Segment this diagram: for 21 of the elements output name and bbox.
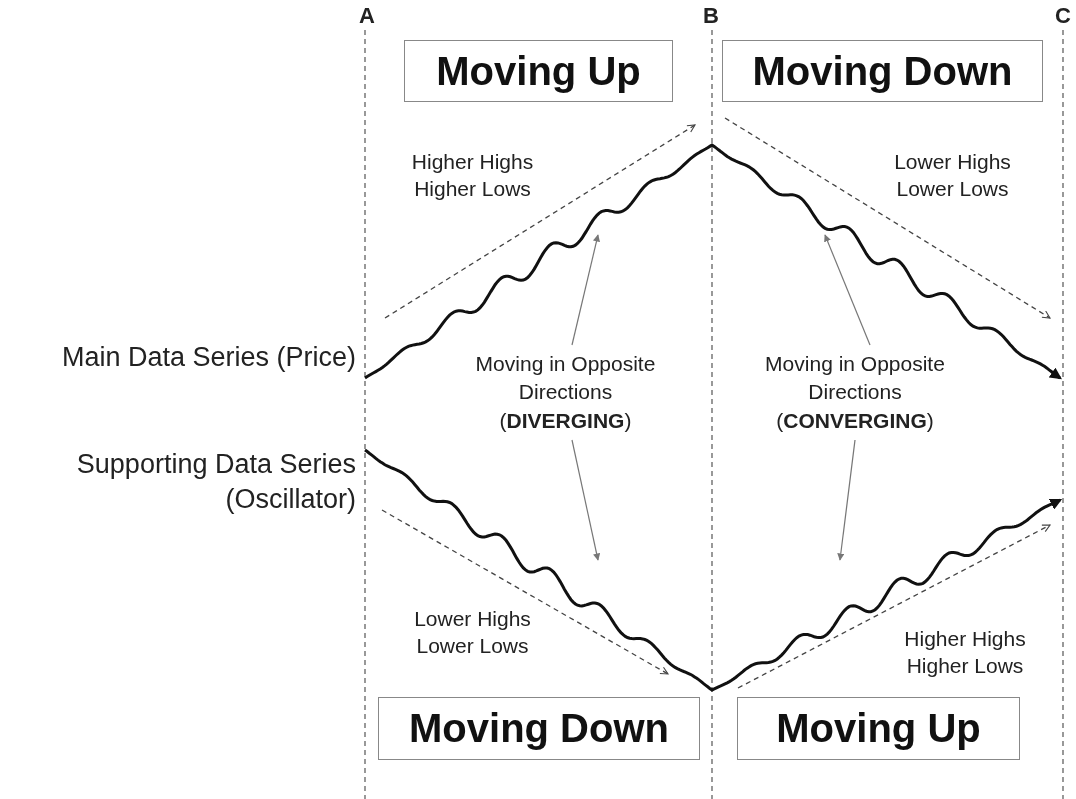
series-label: Supporting Data Series (Oscillator) xyxy=(75,448,356,517)
leader-arrow xyxy=(571,234,600,346)
trend-text: Higher Highs Higher Lows xyxy=(903,626,1027,680)
section-letter: C xyxy=(1054,2,1072,30)
section-letter: A xyxy=(358,2,376,30)
trend-text: Lower Highs Lower Lows xyxy=(893,149,1012,203)
leader-arrow xyxy=(571,439,601,561)
leader-arrow xyxy=(837,439,856,561)
annotation-text: Moving in Opposite Directions (DIVERGING) xyxy=(458,350,673,436)
trend-text: Higher Highs Higher Lows xyxy=(410,149,535,203)
heading-box: Moving Down xyxy=(722,40,1043,102)
leader-arrow xyxy=(824,234,871,346)
heading-box: Moving Up xyxy=(737,697,1020,760)
trend-text: Lower Highs Lower Lows xyxy=(413,606,532,660)
heading-box: Moving Down xyxy=(378,697,700,760)
price-line xyxy=(364,143,1062,380)
heading-box: Moving Up xyxy=(404,40,673,102)
section-letter: B xyxy=(702,2,720,30)
annotation-text: Moving in Opposite Directions (CONVERGING) xyxy=(745,350,965,436)
series-label: Main Data Series (Price) xyxy=(60,341,356,374)
oscillator-line xyxy=(364,448,1063,692)
